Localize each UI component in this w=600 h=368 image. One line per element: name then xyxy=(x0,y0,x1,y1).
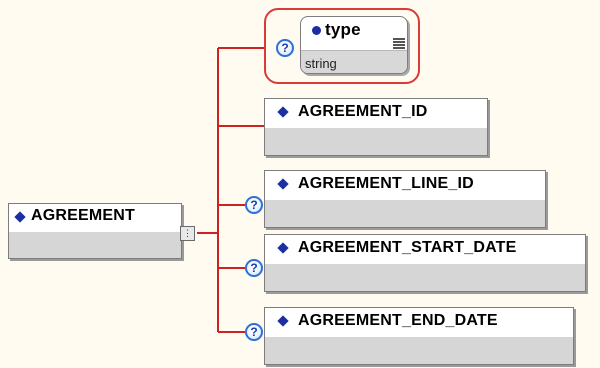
question-mark-icon: ? xyxy=(245,259,263,277)
root-element-box[interactable] xyxy=(8,203,182,259)
child-element-name-1: AGREEMENT_ID xyxy=(298,103,428,120)
child-element-name-2: AGREEMENT_LINE_ID xyxy=(298,175,474,192)
question-mark-icon: ? xyxy=(276,39,294,57)
root-element-name: AGREEMENT xyxy=(31,207,136,224)
attribute-dot-icon xyxy=(312,26,321,35)
child-element-box-3[interactable] xyxy=(264,234,586,292)
child-element-box-1[interactable] xyxy=(264,98,488,156)
attribute-box[interactable] xyxy=(300,16,408,74)
list-lines-icon xyxy=(393,38,405,52)
question-mark-icon: ? xyxy=(245,323,263,341)
sequence-compositor-icon[interactable]: ⋮ xyxy=(180,226,195,241)
child-element-box-2[interactable] xyxy=(264,170,546,228)
attribute-type: string xyxy=(305,56,337,71)
question-mark-icon: ? xyxy=(245,196,263,214)
child-element-box-4[interactable] xyxy=(264,307,574,365)
child-element-name-4: AGREEMENT_END_DATE xyxy=(298,312,498,329)
attribute-name: type xyxy=(325,20,361,39)
child-element-name-3: AGREEMENT_START_DATE xyxy=(298,239,517,256)
